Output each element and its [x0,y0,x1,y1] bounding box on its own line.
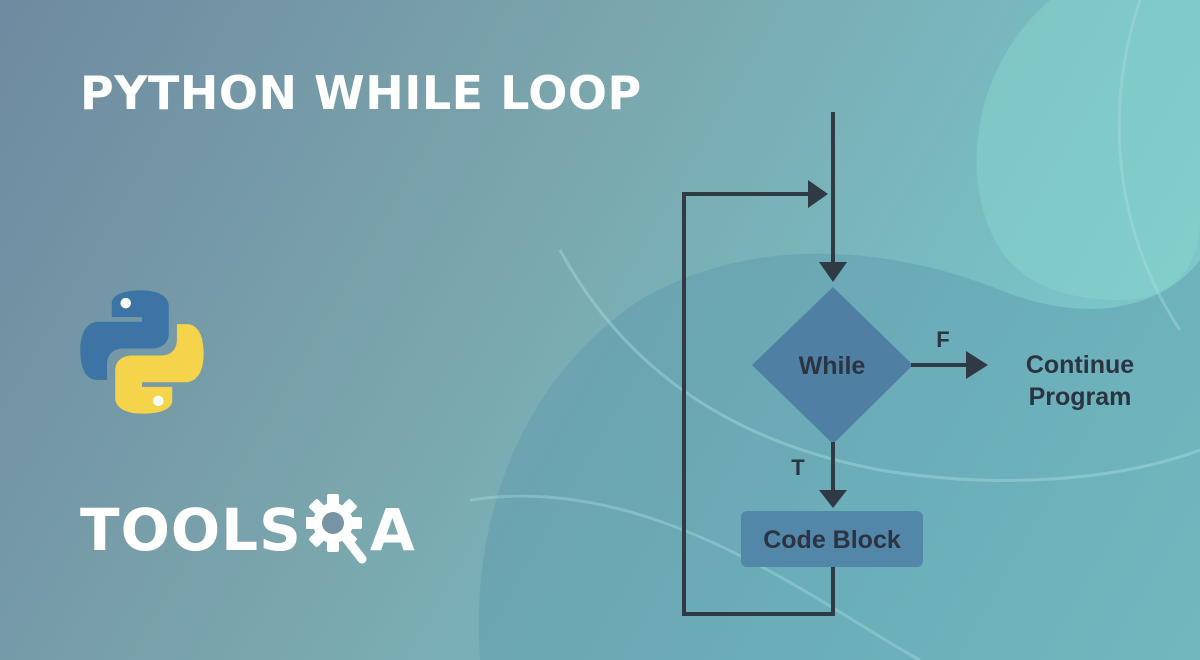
background-curve-3 [1117,0,1182,331]
true-branch-arrowhead [819,490,847,508]
brand-logo: TOOLS A [80,490,416,570]
background-blob-light [976,0,1200,300]
brand-name-left: TOOLS [80,496,302,564]
background-curve-1 [558,249,1200,482]
entry-arrowhead [819,262,847,282]
code-block-label: Code Block [763,526,901,554]
background-curve-2 [469,494,921,660]
exit-label-line2: Program [1029,383,1132,411]
loop-back-arrowhead [808,180,828,208]
false-label: F [936,327,949,352]
true-label: T [791,455,805,480]
condition-label: While [799,352,866,380]
false-branch-arrowhead [966,351,988,379]
page-title: PYTHON WHILE LOOP [80,66,642,120]
condition-diamond [752,287,913,444]
background-blob-dark [478,253,1200,660]
brand-name-right: A [369,496,416,564]
exit-label-line1: Continue [1026,351,1134,379]
gear-magnifier-icon [305,494,367,564]
python-logo-icon [80,290,204,414]
code-block-box [741,511,923,567]
loop-back-line [682,192,835,616]
